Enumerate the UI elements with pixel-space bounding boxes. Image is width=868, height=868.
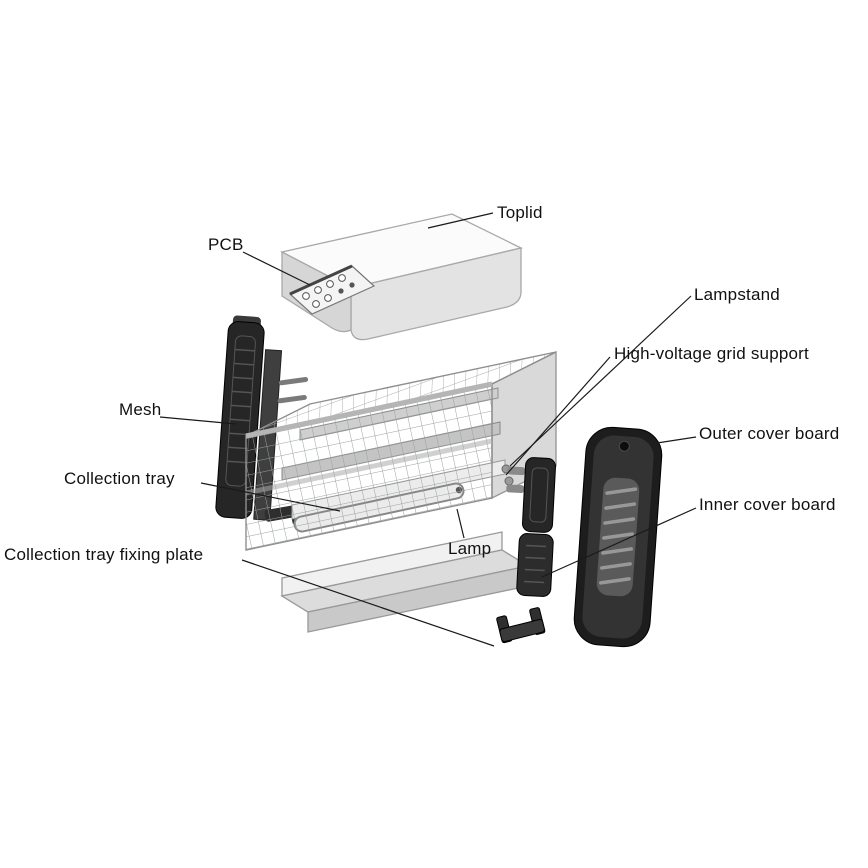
label-inner-cover-board: Inner cover board	[699, 495, 836, 514]
leader-line-high-voltage-grid-support	[505, 356, 611, 476]
leader-lines	[159, 212, 697, 647]
label-toplid: Toplid	[497, 203, 543, 222]
label-outer-cover-board: Outer cover board	[699, 424, 840, 443]
label-lamp: Lamp	[448, 539, 492, 558]
label-lampstand: Lampstand	[694, 285, 780, 304]
label-collection-tray: Collection tray	[64, 469, 175, 488]
leader-line-mesh	[159, 416, 237, 425]
part-inner-cover-board	[516, 533, 554, 597]
leader-line-outer-cover-board	[656, 436, 697, 444]
part-toplid	[280, 213, 523, 341]
part-lampstand	[506, 457, 557, 533]
leader-line-toplid	[427, 212, 494, 229]
label-mesh: Mesh	[119, 400, 162, 419]
part-outer-cover-board	[573, 426, 663, 648]
part-mesh-front	[245, 381, 493, 551]
leader-line-pcb	[242, 251, 311, 286]
part-collection-tray-fixing-plate	[496, 607, 546, 644]
leader-line-collection-tray	[200, 482, 341, 512]
part-collection-tray	[280, 531, 530, 633]
leader-line-lamp	[456, 508, 465, 539]
leader-line-lampstand	[509, 295, 692, 467]
label-collection-tray-fixing-plate: Collection tray fixing plate	[4, 545, 204, 564]
leader-line-collection-tray-fixing-plate	[241, 559, 495, 647]
leader-line-inner-cover-board	[541, 507, 697, 578]
part-pcb	[288, 264, 376, 315]
label-pcb: PCB	[208, 235, 244, 254]
label-high-voltage-grid-support: High-voltage grid support	[614, 344, 809, 363]
